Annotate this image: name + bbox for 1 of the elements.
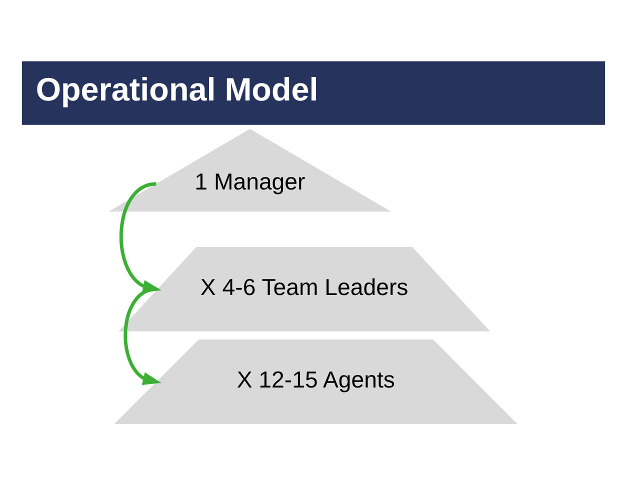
diagram-title: Operational Model xyxy=(36,70,318,107)
